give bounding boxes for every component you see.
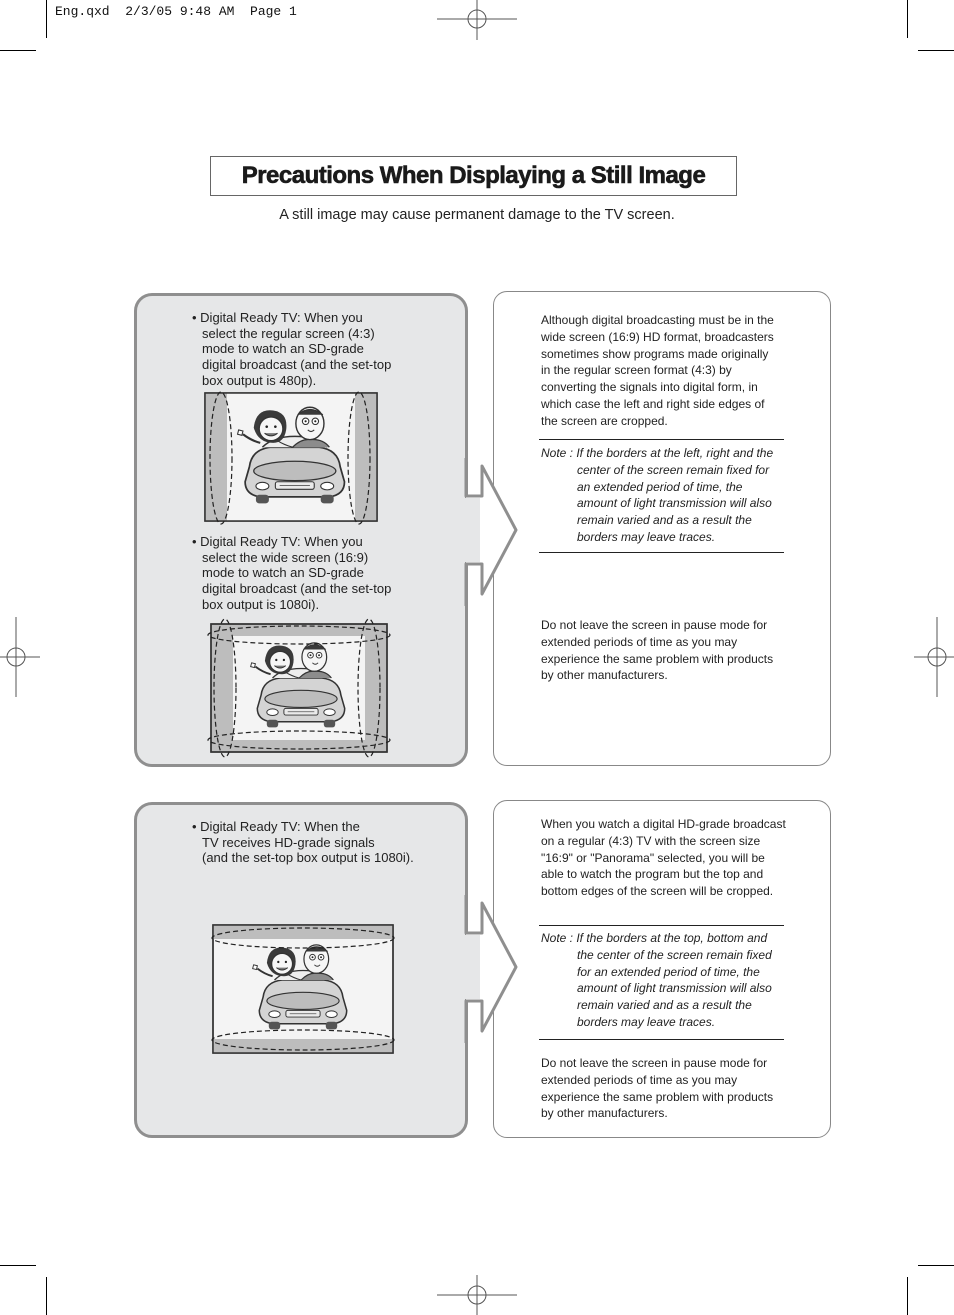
body-line: converting the signals into digital form…	[541, 380, 758, 395]
bullet-line: select the wide screen (16:9)	[202, 549, 369, 565]
note-line: borders may leave traces.	[577, 529, 716, 544]
note-line: Note : If the borders at the top, bottom…	[541, 931, 768, 945]
tv-car-cartoon-icon	[211, 924, 395, 1054]
note-line: borders may leave traces.	[577, 1014, 716, 1029]
bullet-line: (and the set-top box output is 1080i).	[202, 850, 414, 866]
body-line: the screen are cropped.	[541, 413, 668, 428]
bullet-line: mode to watch an SD-grade	[202, 341, 364, 357]
crop-mark	[46, 1277, 47, 1315]
body-line: which case the left and right side edges…	[541, 396, 765, 411]
bullet-line: digital broadcast (and the set-top	[202, 581, 392, 597]
section1-note: Note : If the borders at the left, right…	[541, 445, 773, 546]
note-line: remain varied and as a result the	[577, 513, 752, 528]
footer-line: Do not leave the screen in pause mode fo…	[541, 618, 768, 632]
note-line: Note : If the borders at the left, right…	[541, 446, 774, 460]
footer-line: Do not leave the screen in pause mode fo…	[541, 1056, 768, 1070]
bullet-line: TV receives HD-grade signals	[202, 834, 375, 850]
body-line: When you watch a digital HD-grade broadc…	[541, 817, 786, 831]
note-line: the center of the screen remain fixed	[577, 947, 772, 962]
section1-footer-text: Do not leave the screen in pause mode fo…	[541, 617, 773, 684]
bullet-line: • Digital Ready TV: When you	[192, 534, 363, 549]
body-line: on a regular (4:3) TV with the screen si…	[541, 833, 761, 848]
footer-line: experience the same problem with product…	[541, 1089, 774, 1104]
registration-mark-icon	[437, 1275, 517, 1315]
section2-right-panel	[493, 800, 831, 1138]
note-line: amount of light transmission will also	[577, 981, 772, 996]
bullet-line: digital broadcast (and the set-top	[202, 357, 392, 373]
crop-mark	[0, 50, 36, 51]
divider	[539, 439, 784, 440]
print-slug: Eng.qxd 2/3/05 9:48 AM Page 1	[55, 4, 297, 19]
body-line: wide screen (16:9) HD format, broadcaste…	[541, 329, 774, 344]
section2-note: Note : If the borders at the top, bottom…	[541, 930, 772, 1031]
bullet-line: box output is 1080i).	[202, 596, 320, 612]
note-line: remain varied and as a result the	[577, 998, 752, 1013]
page-title: Precautions When Displaying a Still Imag…	[241, 162, 706, 190]
arrow-right-icon	[460, 895, 518, 1043]
crop-mark	[907, 0, 908, 38]
section2-footer-text: Do not leave the screen in pause mode fo…	[541, 1055, 773, 1122]
body-line: sometimes show programs made originally	[541, 346, 769, 361]
bullet-line: mode to watch an SD-grade	[202, 565, 364, 581]
footer-line: experience the same problem with product…	[541, 651, 774, 666]
crop-mark	[918, 1265, 954, 1266]
body-line: able to watch the program but the top an…	[541, 867, 764, 882]
section2-body-text: When you watch a digital HD-grade broadc…	[541, 816, 786, 900]
divider	[539, 552, 784, 553]
bullet-line: • Digital Ready TV: When the	[192, 819, 360, 834]
divider	[539, 1039, 784, 1040]
footer-line: extended periods of time as you may	[541, 1072, 738, 1087]
registration-mark-icon	[437, 0, 517, 40]
body-line: bottom edges of the screen will be cropp…	[541, 884, 774, 899]
registration-mark-icon	[914, 617, 954, 697]
crop-mark	[918, 50, 954, 51]
section1-bullet-2: • Digital Ready TV: When you select the …	[192, 534, 391, 613]
body-line: "16:9" or "Panorama" selected, you will …	[541, 850, 765, 865]
note-line: an extended period of time, the	[577, 479, 743, 494]
crop-mark	[0, 1265, 36, 1266]
footer-line: by other manufacturers.	[541, 668, 668, 683]
page-subtitle: A still image may cause permanent damage…	[279, 207, 675, 223]
footer-line: by other manufacturers.	[541, 1106, 668, 1121]
tv-car-cartoon-icon	[207, 618, 391, 758]
note-line: center of the screen remain fixed for	[577, 462, 770, 477]
page-title-box: Precautions When Displaying a Still Imag…	[210, 156, 737, 196]
arrow-right-icon	[460, 458, 518, 606]
note-line: for an extended period of time, the	[577, 964, 760, 979]
section1-body-text: Although digital broadcasting must be in…	[541, 312, 774, 430]
note-line: amount of light transmission will also	[577, 496, 772, 511]
bullet-line: • Digital Ready TV: When you	[192, 310, 363, 325]
bullet-line: box output is 480p).	[202, 372, 317, 388]
section2-bullet-1: • Digital Ready TV: When the TV receives…	[192, 819, 414, 866]
crop-mark	[46, 0, 47, 38]
divider	[539, 925, 784, 926]
footer-line: extended periods of time as you may	[541, 634, 738, 649]
crop-mark	[907, 1277, 908, 1315]
tv-car-cartoon-icon	[204, 391, 378, 525]
bullet-line: select the regular screen (4:3)	[202, 325, 375, 341]
section1-bullet-1: • Digital Ready TV: When you select the …	[192, 310, 391, 389]
body-line: in the regular screen format (4:3) by	[541, 363, 732, 378]
registration-mark-icon	[0, 617, 40, 697]
body-line: Although digital broadcasting must be in…	[541, 313, 774, 327]
